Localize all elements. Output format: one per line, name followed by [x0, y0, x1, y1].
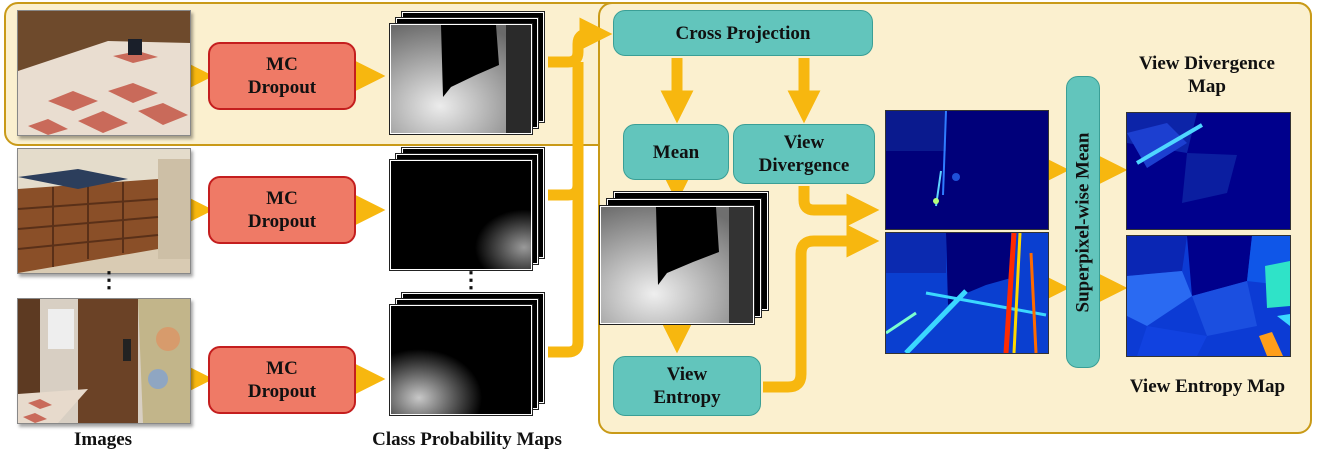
class-probability-maps-caption: Class Probability Maps: [372, 429, 562, 450]
view-divergence-superpixel-map: [1126, 112, 1291, 230]
arrow-probmaps-to-cross-projection: [548, 17, 613, 68]
view-entropy-box: View Entropy: [613, 356, 761, 416]
hallway-photo-1: [18, 11, 190, 135]
arrow-divergence-to-heatmap: [798, 186, 880, 227]
prob-sheet: [390, 24, 532, 134]
hallway-photo-3: [18, 299, 190, 423]
mc-dropout-3: MC Dropout: [208, 346, 356, 414]
prob-map-2-image: [391, 161, 531, 269]
cross-projection-box: Cross Projection: [613, 10, 873, 56]
probmap-ellipsis: ⋮: [460, 267, 482, 292]
divergence-heatmap-image: [886, 111, 1048, 229]
mc-dropout-1: MC Dropout: [208, 42, 356, 110]
prob-sheet: [390, 160, 532, 270]
entropy-superpixel-image: [1127, 236, 1290, 356]
superpixel-mean-box: Superpixel-wise Mean: [1066, 76, 1100, 368]
images-caption: Images: [73, 429, 133, 450]
input-image-2: [17, 148, 191, 274]
input-image-1: [17, 10, 191, 136]
hallway-photo-2: [18, 149, 190, 273]
view-divergence-heatmap: [885, 110, 1049, 230]
view-entropy-superpixel-map: [1126, 235, 1291, 357]
view-entropy-heatmap: [885, 232, 1049, 354]
mc-dropout-2: MC Dropout: [208, 176, 356, 244]
entropy-heatmap-image: [886, 233, 1048, 353]
divergence-superpixel-image: [1127, 113, 1290, 229]
images-ellipsis: ⋮: [98, 267, 120, 292]
mean-map-image: [601, 207, 753, 323]
view-divergence-box: View Divergence: [733, 124, 875, 184]
arrow-entropy-to-heatmap: [763, 224, 880, 393]
prob-sheet: [390, 305, 532, 415]
view-entropy-map-caption: View Entropy Map: [1129, 376, 1286, 397]
view-divergence-map-caption: View Divergence Map: [1139, 53, 1275, 97]
mean-box: Mean: [623, 124, 729, 180]
mean-sheet: [600, 206, 754, 324]
superpixel-mean-label: Superpixel-wise Mean: [1072, 132, 1094, 312]
prob-map-1-image: [391, 25, 531, 133]
input-image-3: [17, 298, 191, 424]
merge-line-probmap3: [548, 62, 584, 358]
prob-map-3-image: [391, 306, 531, 414]
